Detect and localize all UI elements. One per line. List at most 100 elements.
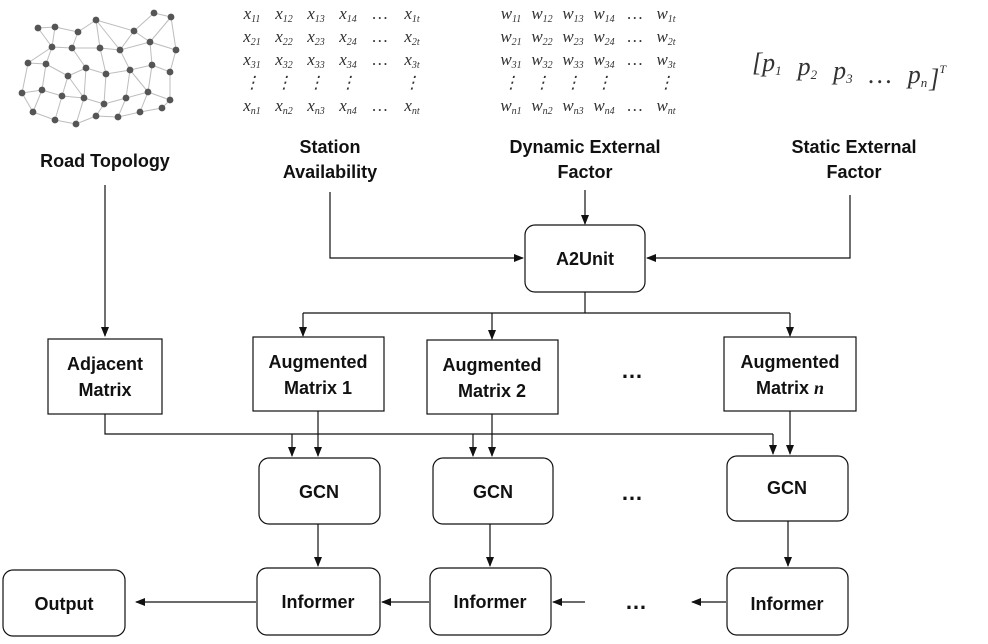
network-edge (105, 69, 131, 75)
aug2-label-line1: Augmented (443, 355, 542, 375)
augmented-matrix-2-box (426, 339, 559, 415)
matrix-cell: x31 (242, 50, 261, 71)
matrix-cell: … (372, 50, 387, 69)
output-box (2, 569, 126, 637)
network-edge (117, 111, 141, 118)
network-edge (75, 97, 85, 125)
network-edge (129, 64, 153, 71)
matrix-cell: w31 (500, 50, 521, 71)
network-edge (125, 69, 131, 99)
network-edge (83, 97, 105, 105)
matrix-cell: xn3 (306, 96, 325, 117)
network-node (92, 112, 100, 120)
station-availability-label-line2: Availability (283, 162, 377, 182)
dynamic-external-label-line2: Factor (557, 162, 612, 182)
network-node (58, 92, 66, 100)
adjacent-label-line1: Adjacent (67, 354, 143, 374)
matrix-cell: w13 (562, 4, 583, 25)
matrix-cell: w22 (531, 27, 552, 48)
matrix-cell: ⋮ (276, 73, 293, 92)
network-node (146, 38, 154, 46)
network-edge (27, 46, 53, 64)
network-edge (149, 41, 177, 51)
aug1-label-line2: Matrix 1 (284, 378, 352, 398)
gcn-box-n (726, 455, 849, 522)
matrix-cell: w23 (562, 27, 583, 48)
matrix-cell: x1t (403, 4, 420, 25)
matrix-cell: wnt (656, 96, 675, 117)
matrix-cell: ⋮ (503, 73, 520, 92)
informer-box-n (726, 567, 849, 636)
ellipsis-gcn: … (621, 480, 643, 505)
network-edge (147, 64, 153, 93)
network-node (51, 116, 59, 124)
matrix-cell: … (627, 4, 642, 23)
network-node (51, 23, 59, 31)
matrix-cell: … (372, 96, 387, 115)
network-node (96, 44, 104, 52)
matrix-cell: wn2 (531, 96, 552, 117)
network-node (172, 46, 180, 54)
matrix-cell: x2t (403, 27, 420, 48)
matrix-cell: w12 (531, 4, 552, 25)
static-external-label-line1: Static External (791, 137, 916, 157)
informer-label-1: Informer (281, 592, 354, 612)
matrix-cell: … (372, 4, 387, 23)
matrix-cell: w2t (656, 27, 675, 48)
a2unit-box (524, 224, 646, 293)
network-edge (54, 95, 63, 121)
matrix-cell: wn4 (593, 96, 614, 117)
augmented-matrix-1-box (252, 336, 385, 412)
network-node (29, 108, 37, 116)
aug1-label-line1: Augmented (269, 352, 368, 372)
adjacent-label-line2: Matrix (78, 380, 131, 400)
matrix-cell: xn4 (338, 96, 357, 117)
augmented-matrix-n-box (723, 336, 857, 412)
network-edge (103, 73, 107, 105)
matrix-cell: w21 (500, 27, 521, 48)
network-edge (169, 49, 177, 73)
network-edge (61, 75, 69, 97)
network-edge (32, 89, 43, 113)
output-label: Output (35, 594, 94, 614)
network-edge (85, 67, 107, 75)
static-external-label-line2: Factor (826, 162, 881, 182)
network-node (116, 46, 124, 54)
matrix-cell: x23 (306, 27, 325, 48)
matrix-cell: w34 (593, 50, 614, 71)
matrix-cell: w24 (593, 27, 614, 48)
network-edge (95, 19, 121, 51)
network-edge (75, 115, 97, 125)
augn-label-line1: Augmented (741, 352, 840, 372)
matrix-cell: wn1 (500, 96, 521, 117)
matrix-cell: w32 (531, 50, 552, 71)
matrix-cell: x22 (274, 27, 293, 48)
network-edge (99, 47, 107, 75)
informer-label-n: Informer (750, 594, 823, 614)
network-edge (129, 69, 149, 93)
network-node (64, 72, 72, 80)
matrix-cell: ⋮ (308, 73, 325, 92)
network-node (18, 89, 26, 97)
network-node (126, 66, 134, 74)
network-node (150, 9, 158, 17)
network-edge (21, 92, 34, 113)
informer-label-2: Informer (453, 592, 526, 612)
network-edge (41, 89, 63, 97)
matrix-cell: w33 (562, 50, 583, 71)
matrix-cell: … (372, 27, 387, 46)
matrix-cell: x3t (403, 50, 420, 71)
arrow-static-to-a2unit (646, 195, 851, 262)
ellipsis-augmented: … (621, 358, 643, 383)
matrix-cell: w1t (656, 4, 675, 25)
matrix-cell: xn2 (274, 96, 293, 117)
dynamic-external-label-line1: Dynamic External (509, 137, 660, 157)
network-edge (95, 19, 101, 49)
matrix-cell: x24 (338, 27, 357, 48)
matrix-cell: xn1 (242, 96, 261, 117)
network-edge (103, 97, 127, 105)
matrix-cell: x34 (338, 50, 357, 71)
